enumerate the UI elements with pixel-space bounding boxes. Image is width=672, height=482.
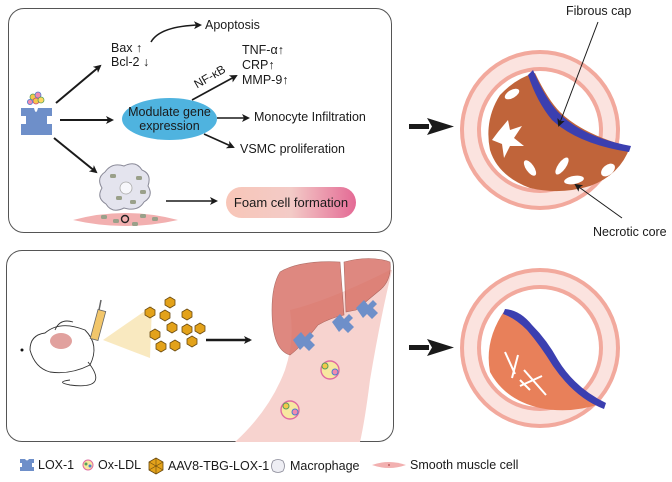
legend-label: Smooth muscle cell bbox=[410, 458, 519, 472]
aav-particles bbox=[144, 296, 206, 353]
lox1-receptors-liver bbox=[293, 300, 378, 351]
tnfa-label: TNF-α↑ bbox=[242, 43, 284, 57]
mouse-illustration bbox=[20, 320, 97, 387]
necrotic-core-label: Necrotic core bbox=[593, 225, 667, 239]
foam-cell-formation-node: Foam cell formation bbox=[226, 187, 356, 218]
fibrous-cap-pointer bbox=[557, 21, 599, 127]
necrotic-plaque bbox=[488, 73, 630, 192]
apoptosis-label: Apoptosis bbox=[205, 18, 260, 32]
vsmc-proliferation-label: VSMC proliferation bbox=[240, 142, 345, 156]
lox1-receptor-icon bbox=[20, 459, 34, 471]
legend-item-macrophage: Macrophage bbox=[270, 458, 360, 474]
smooth-muscle-cell bbox=[73, 213, 178, 226]
modulate-line1: Modulate gene bbox=[128, 105, 211, 119]
ox-ldl-cluster bbox=[280, 360, 340, 420]
legend-item-smc: Smooth muscle cell bbox=[372, 458, 518, 472]
arrow-to-macrophage bbox=[53, 137, 98, 174]
arrow-top-to-vessel bbox=[409, 118, 454, 135]
aav-capsid-icon bbox=[148, 457, 164, 475]
arrow-to-bax bbox=[55, 64, 102, 104]
modulate-line2: expression bbox=[139, 119, 200, 133]
syringe bbox=[89, 299, 152, 358]
necrotic-core-pointer bbox=[574, 183, 623, 219]
bax-label: Bax ↑ bbox=[111, 41, 143, 55]
thick-fibrous-cap bbox=[503, 309, 606, 409]
legend-item-oxldl: Ox-LDL bbox=[82, 458, 141, 472]
macrophage-icon bbox=[271, 459, 285, 473]
liver bbox=[271, 258, 391, 356]
stable-plaque-vessel bbox=[460, 268, 620, 428]
ox-ldl-icon bbox=[82, 459, 94, 471]
fibrous-cap-band bbox=[528, 70, 631, 152]
macrophage-cell bbox=[99, 163, 151, 211]
legend-label: Macrophage bbox=[290, 459, 360, 473]
fibrous-cap-label: Fibrous cap bbox=[566, 4, 632, 18]
smooth-muscle-cell-icon bbox=[372, 462, 406, 468]
arrow-to-vsmc bbox=[203, 133, 235, 149]
hepatocyte-band bbox=[235, 270, 392, 442]
bcl2-label: Bcl-2 ↓ bbox=[111, 55, 150, 69]
vulnerable-plaque-vessel bbox=[460, 21, 631, 219]
arrow-nfkb bbox=[191, 75, 238, 101]
crp-label: CRP↑ bbox=[242, 58, 275, 72]
arrow-bottom-to-vessel bbox=[409, 339, 454, 356]
legend-label: Ox-LDL bbox=[98, 458, 142, 472]
modulate-gene-expression-node: Modulate gene expression bbox=[122, 98, 217, 140]
legend-item-lox1: LOX-1 bbox=[20, 458, 74, 472]
monocyte-infiltration-label: Monocyte Infiltration bbox=[254, 110, 366, 124]
legend-item-aav: AAV8-TBG-LOX-1 bbox=[148, 457, 270, 475]
mmp9-label: MMP-9↑ bbox=[242, 73, 289, 87]
arrow-to-apoptosis bbox=[150, 21, 202, 43]
legend-label: AAV8-TBG-LOX-1 bbox=[168, 459, 270, 473]
legend-label: LOX-1 bbox=[38, 458, 75, 472]
lox1-receptor-with-oxldl bbox=[21, 91, 52, 135]
